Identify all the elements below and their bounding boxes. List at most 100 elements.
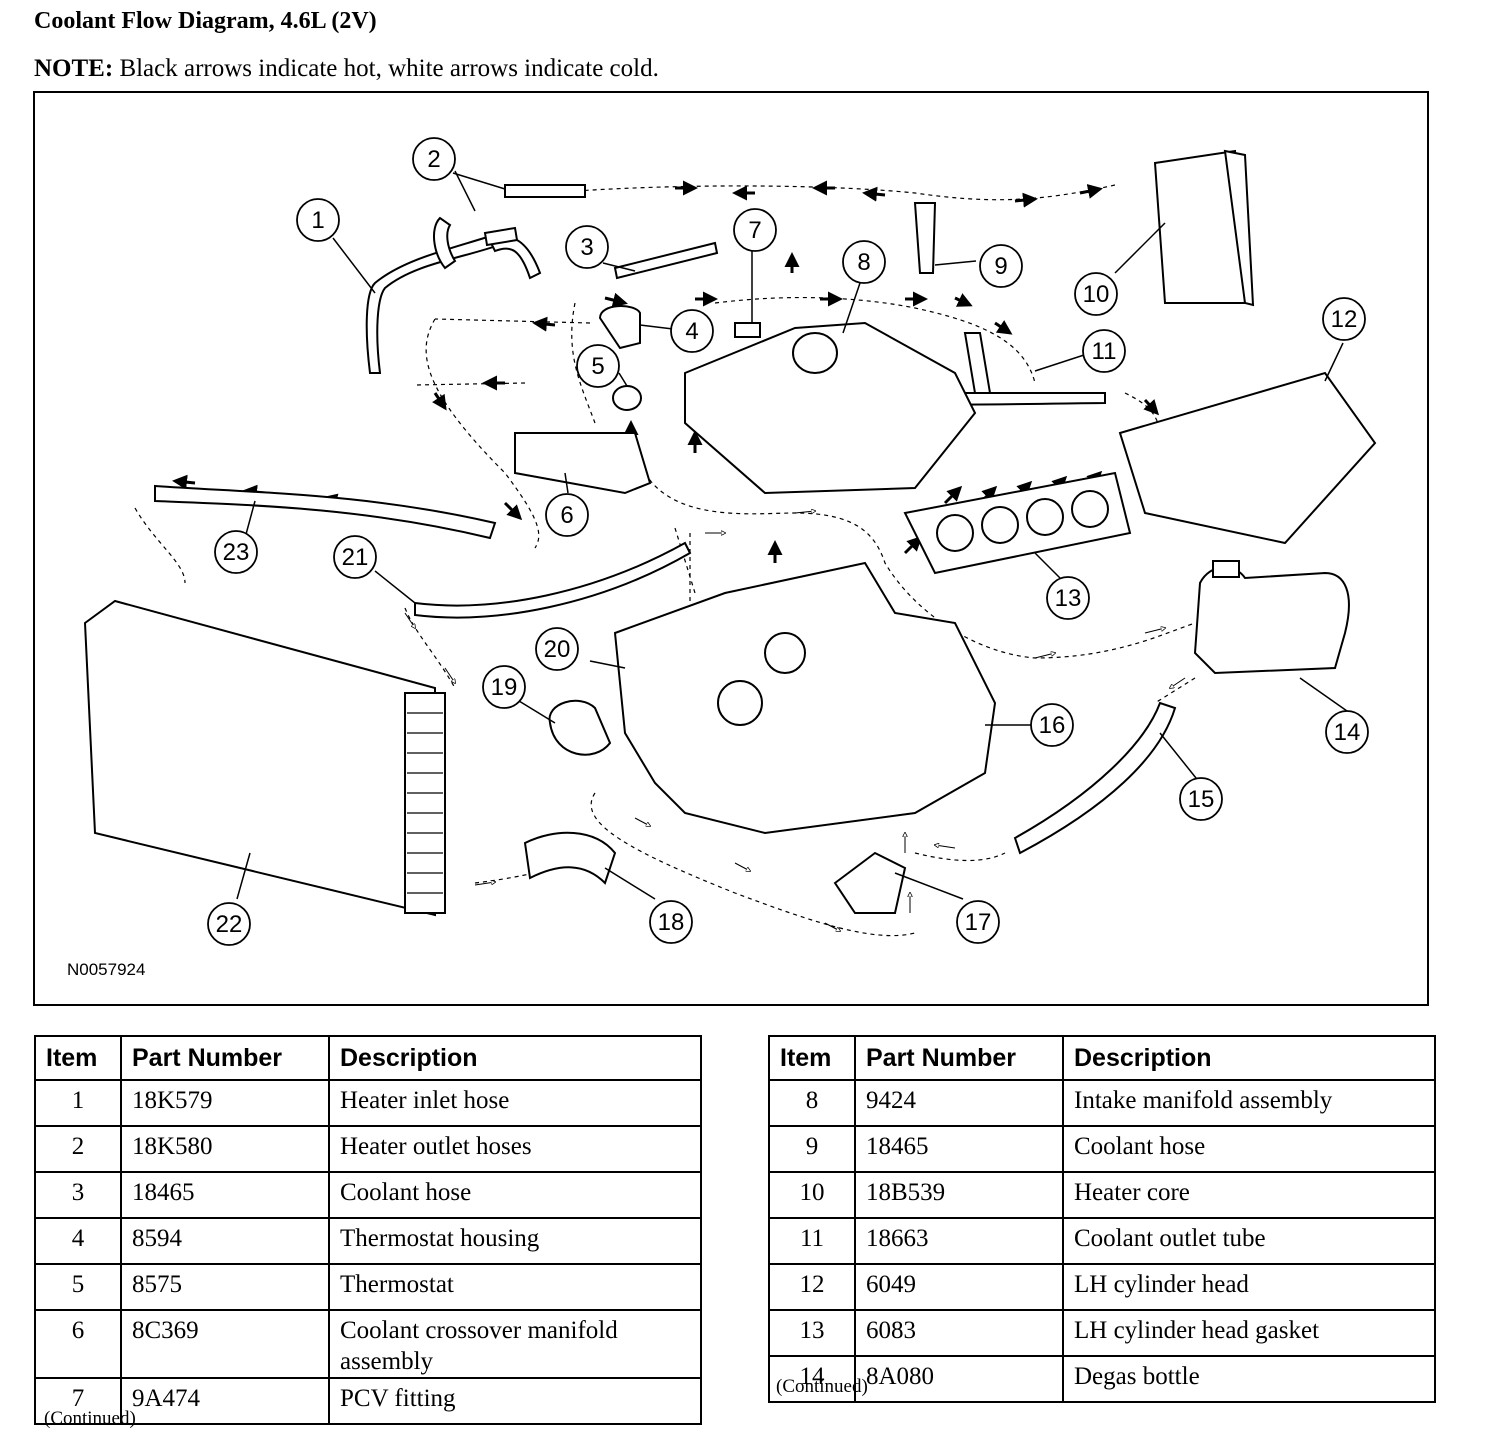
desc-cell: Degas bottle <box>1062 1355 1436 1403</box>
item-cell: 4 <box>34 1217 122 1265</box>
callout-15: 15 <box>1179 777 1223 821</box>
item-cell: 13 <box>768 1309 856 1357</box>
svg-text:16: 16 <box>1039 712 1066 739</box>
desc-cell: Heater outlet hoses <box>328 1125 702 1173</box>
desc-cell: Coolant crossover manifold assembly <box>328 1309 702 1379</box>
col-item: Item <box>768 1035 856 1081</box>
svg-text:9: 9 <box>994 253 1007 280</box>
svg-text:17: 17 <box>965 909 992 936</box>
callout-5: 5 <box>576 344 620 388</box>
callout-6: 6 <box>545 493 589 537</box>
continued-note-left: (Continued) <box>44 1408 136 1429</box>
item-cell: 6 <box>34 1309 122 1379</box>
desc-cell: Coolant hose <box>1062 1125 1436 1173</box>
table-header-row: Item Part Number Description <box>768 1035 1436 1081</box>
item-cell: 14 <box>768 1355 856 1403</box>
svg-text:5: 5 <box>591 353 604 380</box>
svg-text:3: 3 <box>580 234 593 261</box>
desc-cell: LH cylinder head <box>1062 1263 1436 1311</box>
svg-text:20: 20 <box>544 636 571 663</box>
callout-18: 18 <box>649 900 693 944</box>
svg-text:23: 23 <box>223 539 250 566</box>
desc-cell: Coolant outlet tube <box>1062 1217 1436 1265</box>
svg-text:22: 22 <box>216 911 243 938</box>
callout-2: 2 <box>412 137 456 181</box>
svg-text:21: 21 <box>342 544 369 571</box>
col-description: Description <box>328 1035 702 1081</box>
item-cell: 2 <box>34 1125 122 1173</box>
part-cell: 18465 <box>854 1125 1064 1173</box>
desc-cell: PCV fitting <box>328 1377 702 1425</box>
item-cell: 9 <box>768 1125 856 1173</box>
callout-17: 17 <box>956 900 1000 944</box>
components <box>83 149 1377 917</box>
part-cell: 6049 <box>854 1263 1064 1311</box>
item-cell: 8 <box>768 1079 856 1127</box>
svg-text:14: 14 <box>1334 719 1361 746</box>
item-cell: 11 <box>768 1217 856 1265</box>
desc-cell: LH cylinder head gasket <box>1062 1309 1436 1357</box>
svg-text:12: 12 <box>1331 306 1358 333</box>
col-part-number: Part Number <box>120 1035 330 1081</box>
svg-text:4: 4 <box>685 318 698 345</box>
callout-12: 12 <box>1322 297 1366 341</box>
part-cell: 18B539 <box>854 1171 1064 1219</box>
callouts: 1 2 3 4 5 6 7 8 9 10 11 12 13 14 15 16 1… <box>207 137 1369 946</box>
callout-7: 7 <box>733 208 777 252</box>
desc-cell: Coolant hose <box>328 1171 702 1219</box>
svg-text:13: 13 <box>1055 585 1082 612</box>
radiator-fins <box>407 712 443 894</box>
callout-11: 11 <box>1082 329 1126 373</box>
part-cell: 18K580 <box>120 1125 330 1173</box>
callout-1: 1 <box>296 198 340 242</box>
svg-text:7: 7 <box>748 217 761 244</box>
part-cell: 8575 <box>120 1263 330 1311</box>
col-part-number: Part Number <box>854 1035 1064 1081</box>
callout-9: 9 <box>979 244 1023 288</box>
part-cell: 18465 <box>120 1171 330 1219</box>
callout-13: 13 <box>1046 576 1090 620</box>
item-cell: 12 <box>768 1263 856 1311</box>
figure-id: N0057924 <box>67 960 145 979</box>
continued-note-right: (Continued) <box>776 1376 868 1397</box>
desc-cell: Heater core <box>1062 1171 1436 1219</box>
svg-text:19: 19 <box>491 674 518 701</box>
col-description: Description <box>1062 1035 1436 1081</box>
part-cell: 9A474 <box>120 1377 330 1425</box>
svg-text:10: 10 <box>1083 281 1110 308</box>
col-item: Item <box>34 1035 122 1081</box>
note-text: Black arrows indicate hot, white arrows … <box>113 55 659 82</box>
callout-8: 8 <box>842 240 886 284</box>
item-cell: 3 <box>34 1171 122 1219</box>
item-cell: 10 <box>768 1171 856 1219</box>
svg-text:8: 8 <box>857 249 870 276</box>
callout-10: 10 <box>1074 272 1118 316</box>
part-cell: 18K579 <box>120 1079 330 1127</box>
callout-3: 3 <box>565 225 609 269</box>
callout-4: 4 <box>670 309 714 353</box>
item-cell: 7 <box>34 1377 122 1425</box>
callout-20: 20 <box>535 627 579 671</box>
coolant-flow-figure: 1 2 3 4 5 6 7 8 9 10 11 12 13 14 15 16 1… <box>33 91 1429 1006</box>
svg-text:6: 6 <box>560 502 573 529</box>
part-cell: 18663 <box>854 1217 1064 1265</box>
callout-14: 14 <box>1325 710 1369 754</box>
desc-cell: Intake manifold assembly <box>1062 1079 1436 1127</box>
callout-16: 16 <box>1030 703 1074 747</box>
part-cell: 9424 <box>854 1079 1064 1127</box>
part-cell: 6083 <box>854 1309 1064 1357</box>
note: NOTE: Black arrows indicate hot, white a… <box>34 55 659 83</box>
